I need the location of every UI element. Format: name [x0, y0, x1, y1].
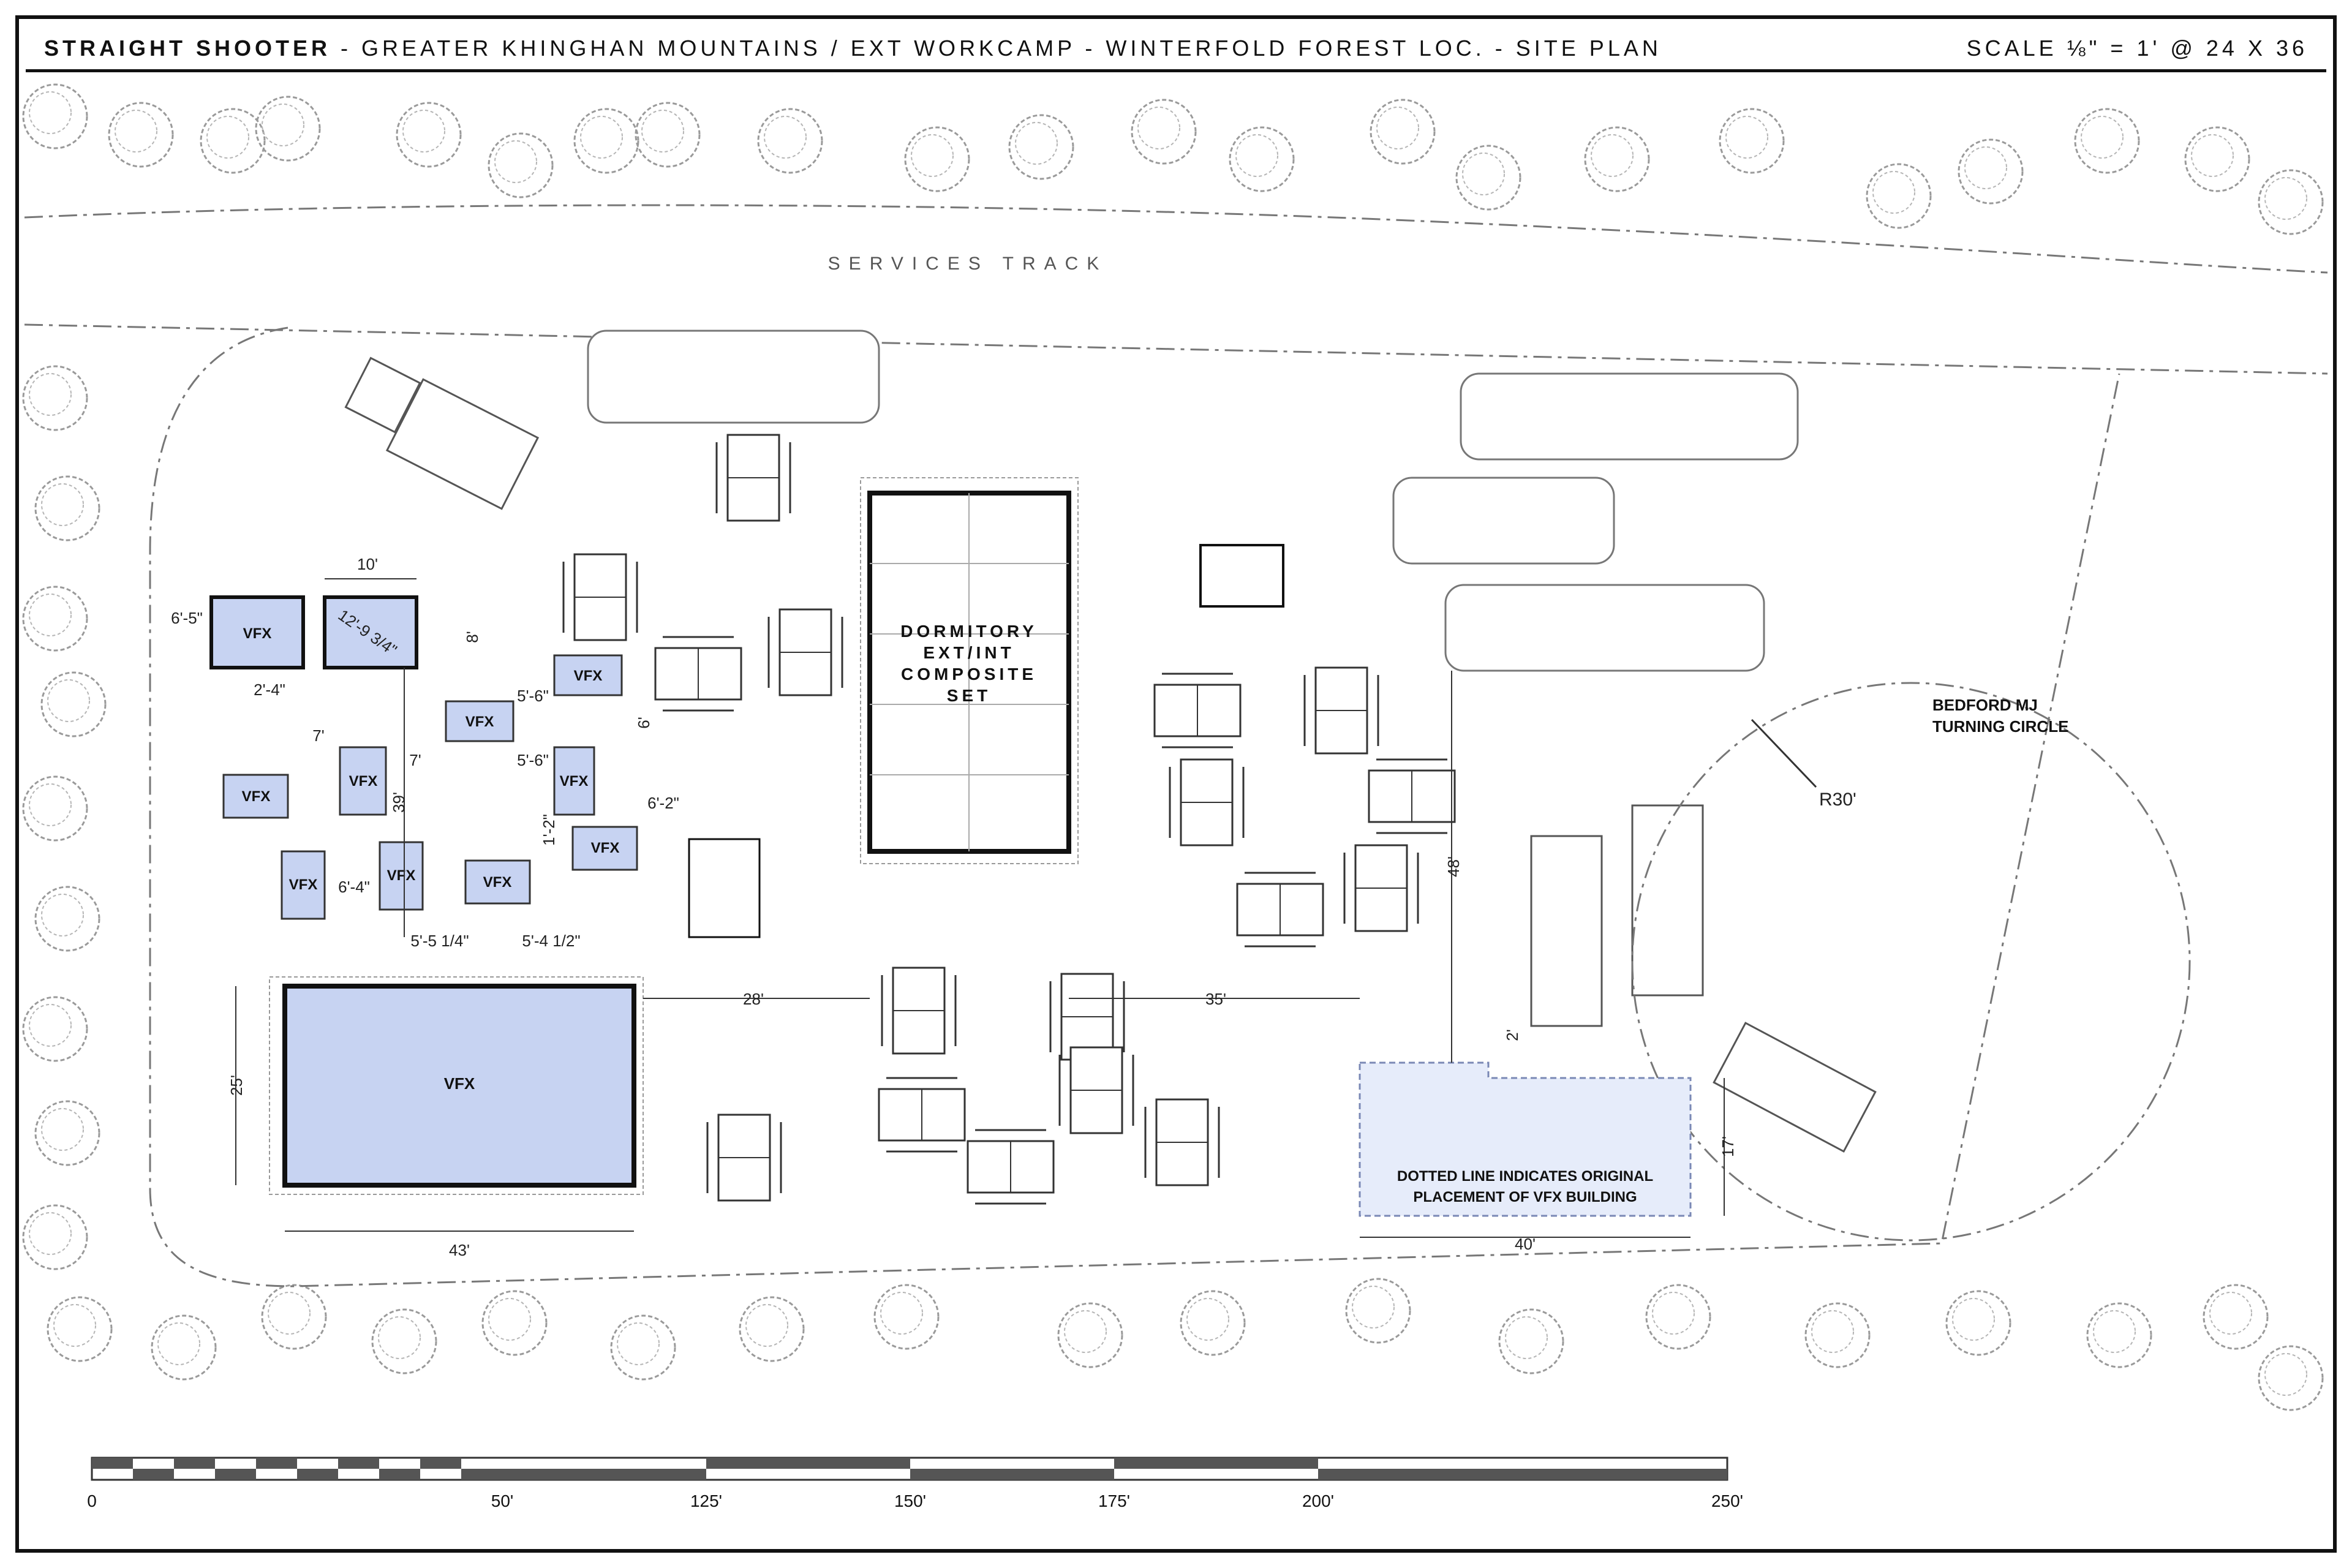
- site-boundary: [149, 326, 2120, 1287]
- dimension-label: 43': [449, 1241, 470, 1259]
- dimension-lines: [235, 578, 1725, 1238]
- dimension-label: 5'-6": [517, 751, 549, 769]
- vfx-unit-label: VFX: [483, 874, 512, 891]
- dimension-label: 25': [227, 1075, 246, 1096]
- tree-line-west: [22, 365, 107, 1270]
- dimension-label: 17': [1719, 1136, 1737, 1157]
- vfx-building-footprint: [269, 976, 644, 1195]
- dimension-label: 10': [357, 555, 378, 573]
- vfx-unit-label: VFX: [574, 668, 603, 684]
- dimension-label: 48': [1444, 856, 1463, 877]
- turning-circle: [1631, 682, 2191, 1242]
- dimension-label: 7': [409, 751, 421, 769]
- scale-tick-label: 150': [894, 1491, 926, 1510]
- scale-tick-label: 125': [690, 1491, 722, 1510]
- log-stack: [587, 330, 1799, 672]
- project-name: STRAIGHT SHOOTER: [44, 36, 331, 61]
- vfx-unit-label: VFX: [387, 867, 416, 884]
- scale-bar: [91, 1457, 1728, 1481]
- dimension-label: 5'-5 1/4": [410, 932, 469, 950]
- dimension-label: 6'-4": [338, 878, 370, 896]
- dimension-label: 6'-5": [171, 609, 203, 627]
- dormitory-label: COMPOSITE: [901, 665, 1037, 684]
- scale-tick-label: 250': [1711, 1491, 1743, 1510]
- drawing-scale: SCALE ⅛" = 1' @ 24 X 36: [1966, 36, 2308, 61]
- vfx-units: [209, 595, 638, 920]
- dormitory-footprint: [860, 477, 1079, 864]
- vfx-building: [282, 984, 636, 1188]
- turning-circle-label: TURNING CIRCLE: [1932, 717, 2068, 736]
- turning-circle-label: BEDFORD MJ: [1932, 696, 2038, 714]
- dimension-label: 39': [390, 792, 408, 813]
- placement-note: PLACEMENT OF VFX BUILDING: [1413, 1189, 1637, 1205]
- dimension-label: 7': [312, 726, 324, 745]
- sheet-title: STRAIGHT SHOOTER - GREATER KHINGHAN MOUN…: [44, 36, 1662, 61]
- dimension-label: 40': [1515, 1235, 1536, 1253]
- vfx-unit-label: VFX: [242, 788, 271, 805]
- dormitory-label: SET: [947, 686, 991, 705]
- vfx-building-label: VFX: [444, 1074, 475, 1093]
- sheet-description: - GREATER KHINGHAN MOUNTAINS / EXT WORKC…: [331, 36, 1662, 61]
- dimension-label: 5'-6": [517, 687, 549, 705]
- dormitory-grid: [870, 493, 1069, 851]
- dimension-label: 2': [1503, 1029, 1521, 1041]
- dimension-label: 6'-2": [647, 794, 679, 812]
- sheet-border: [15, 15, 2337, 1553]
- placement-note: DOTTED LINE INDICATES ORIGINAL: [1397, 1168, 1653, 1185]
- vfx-unit-label: VFX: [466, 714, 494, 730]
- vfx-unit-label: VFX: [289, 876, 318, 893]
- dimension-label: 28': [743, 990, 764, 1008]
- vfx-unit-label: VFX: [349, 773, 378, 790]
- dimension-label: 8': [463, 631, 481, 643]
- radius-label: R30': [1819, 790, 1856, 810]
- services-track-north-edge: [24, 204, 2328, 274]
- dimension-label: 5'-4 1/2": [522, 932, 580, 950]
- vfx-original-placement: [1359, 1061, 1692, 1217]
- scale-tick-label: 0: [87, 1491, 97, 1510]
- dimension-label: 1'-2": [540, 814, 558, 846]
- services-track-label: SERVICES TRACK: [828, 254, 1108, 274]
- dimension-label: 35': [1205, 990, 1226, 1008]
- scale-tick-label: 200': [1302, 1491, 1334, 1510]
- title-block: STRAIGHT SHOOTER - GREATER KHINGHAN MOUN…: [26, 26, 2326, 72]
- vfx-unit-label: VFX: [243, 625, 272, 642]
- services-track-south-edge: [24, 323, 2328, 375]
- truck: [344, 356, 1877, 1153]
- scale-tick-label: 50': [491, 1491, 514, 1510]
- vfx-unit-label: VFX: [560, 773, 589, 790]
- dormitory-label: EXT/INT: [923, 643, 1014, 662]
- dimension-label: 6': [635, 717, 653, 728]
- scale-tick-label: 175': [1098, 1491, 1130, 1510]
- dormitory-label: DORMITORY: [900, 622, 1038, 641]
- tree-line-south: [47, 1278, 2324, 1411]
- shed: [1199, 544, 1284, 608]
- dimension-label: 2'-4": [254, 680, 285, 699]
- radius-leader: [1751, 718, 1817, 788]
- vfx-unit-label: VFX: [591, 840, 620, 856]
- shed: [688, 838, 761, 938]
